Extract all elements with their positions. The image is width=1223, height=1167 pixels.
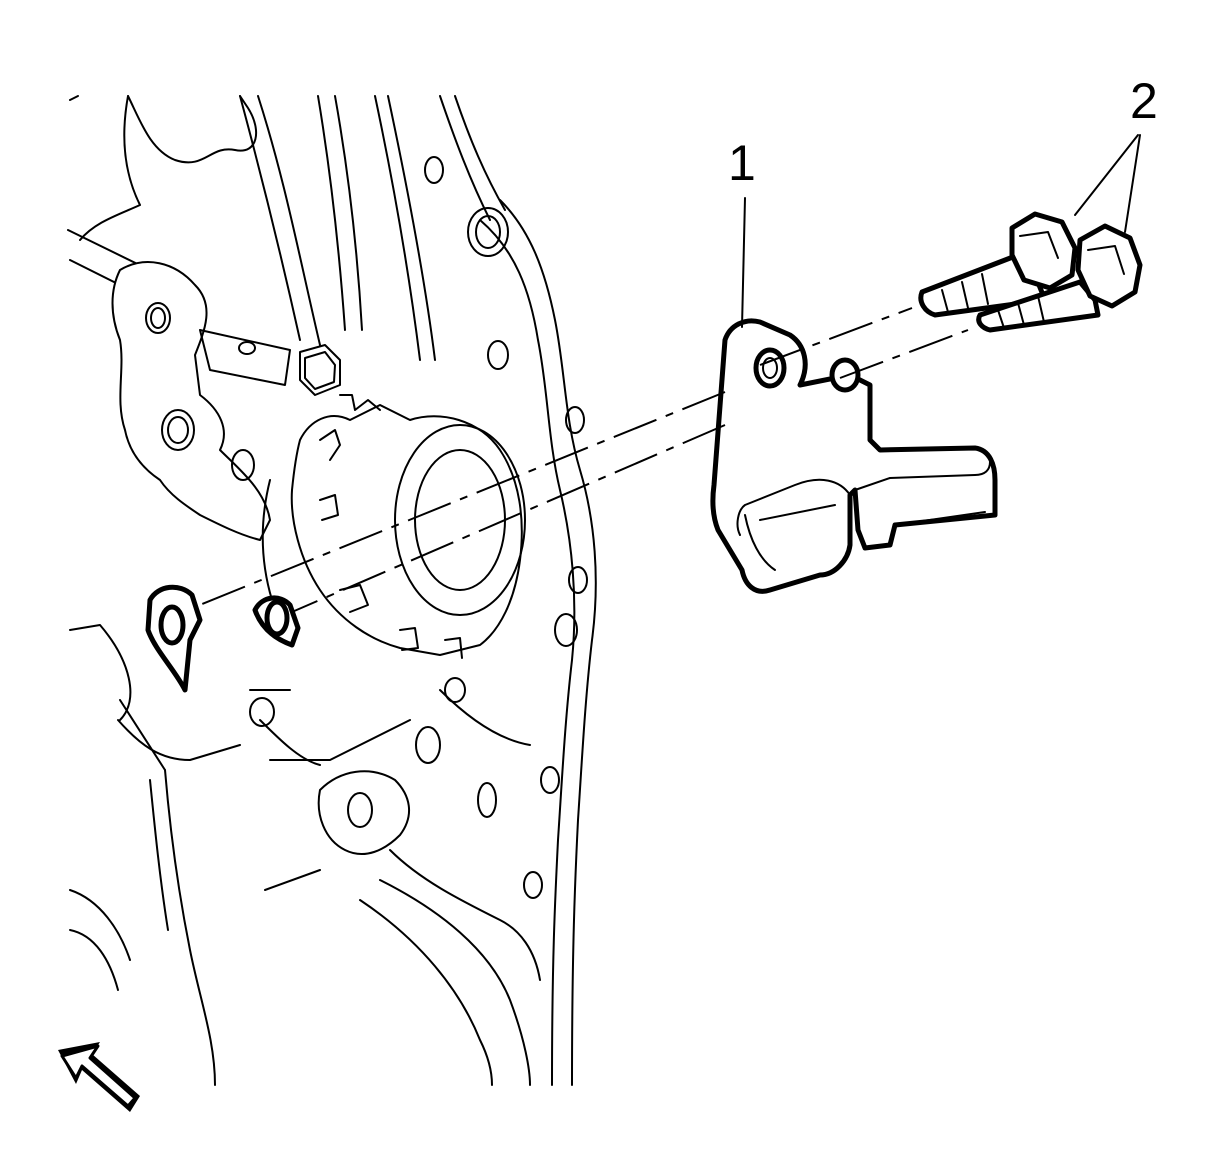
callout-1: 1 <box>728 135 756 328</box>
reluctor-wheel <box>261 394 526 659</box>
bolts <box>918 211 1143 333</box>
callout-label-1: 1 <box>728 135 756 191</box>
callout-2: 2 <box>1074 73 1158 233</box>
block-mounting-holes <box>145 584 301 693</box>
callout-leader-2a <box>1074 134 1139 216</box>
engine-front-cover <box>67 95 597 1086</box>
installation-center-lines <box>174 307 969 616</box>
callout-leader-2b <box>1124 134 1141 233</box>
sensor-bracket <box>710 318 998 594</box>
callout-leader-1 <box>741 197 746 328</box>
view-direction-arrow-icon <box>58 1042 140 1112</box>
callout-label-2: 2 <box>1130 73 1158 129</box>
